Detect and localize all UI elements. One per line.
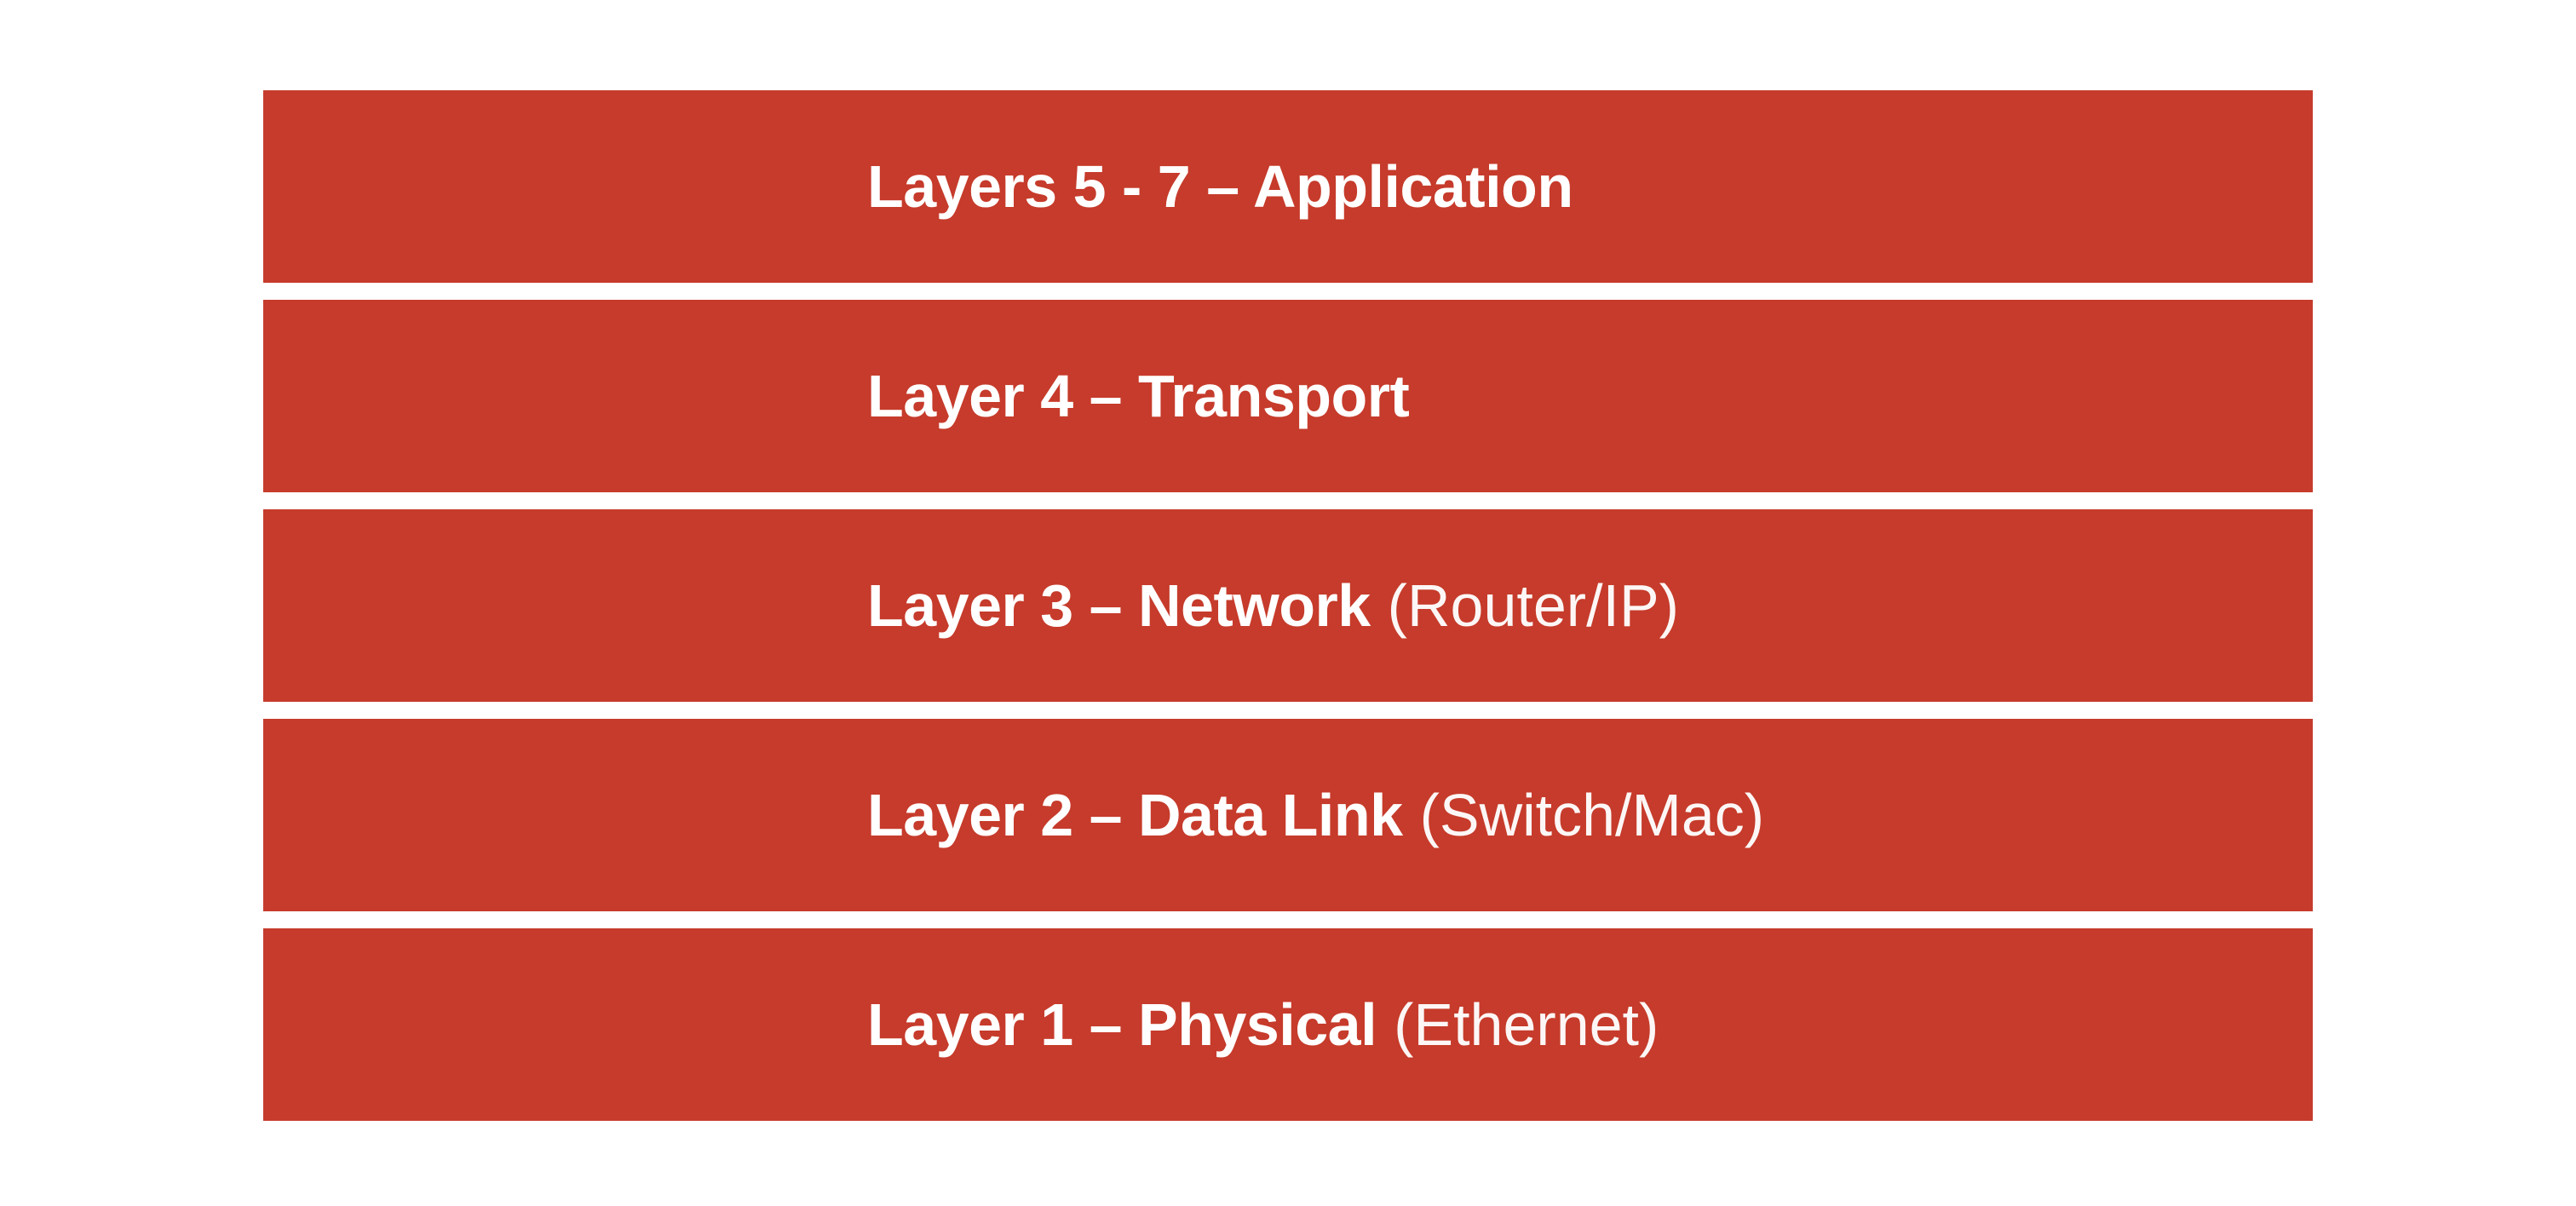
layer-label-application: Layers 5 - 7 – Application xyxy=(867,153,1573,220)
layer-label-network: Layer 3 – Network xyxy=(867,572,1371,639)
layer-bar-physical: Layer 1 – Physical (Ethernet) xyxy=(263,928,2313,1121)
layer-bar-transport: Layer 4 – Transport xyxy=(263,300,2313,492)
layer-label-transport: Layer 4 – Transport xyxy=(867,363,1410,429)
layer-bar-data-link: Layer 2 – Data Link (Switch/Mac) xyxy=(263,719,2313,911)
layer-bar-application: Layers 5 - 7 – Application xyxy=(263,90,2313,283)
layer-detail-data-link: (Switch/Mac) xyxy=(1419,782,1765,848)
layer-detail-network: (Router/IP) xyxy=(1387,572,1679,639)
layer-bar-network: Layer 3 – Network (Router/IP) xyxy=(263,509,2313,702)
layer-label-data-link: Layer 2 – Data Link xyxy=(867,782,1403,848)
layer-detail-physical: (Ethernet) xyxy=(1394,991,1659,1058)
osi-layer-stack: Layers 5 - 7 – Application Layer 4 – Tra… xyxy=(263,90,2313,1121)
layer-label-physical: Layer 1 – Physical xyxy=(867,991,1377,1058)
